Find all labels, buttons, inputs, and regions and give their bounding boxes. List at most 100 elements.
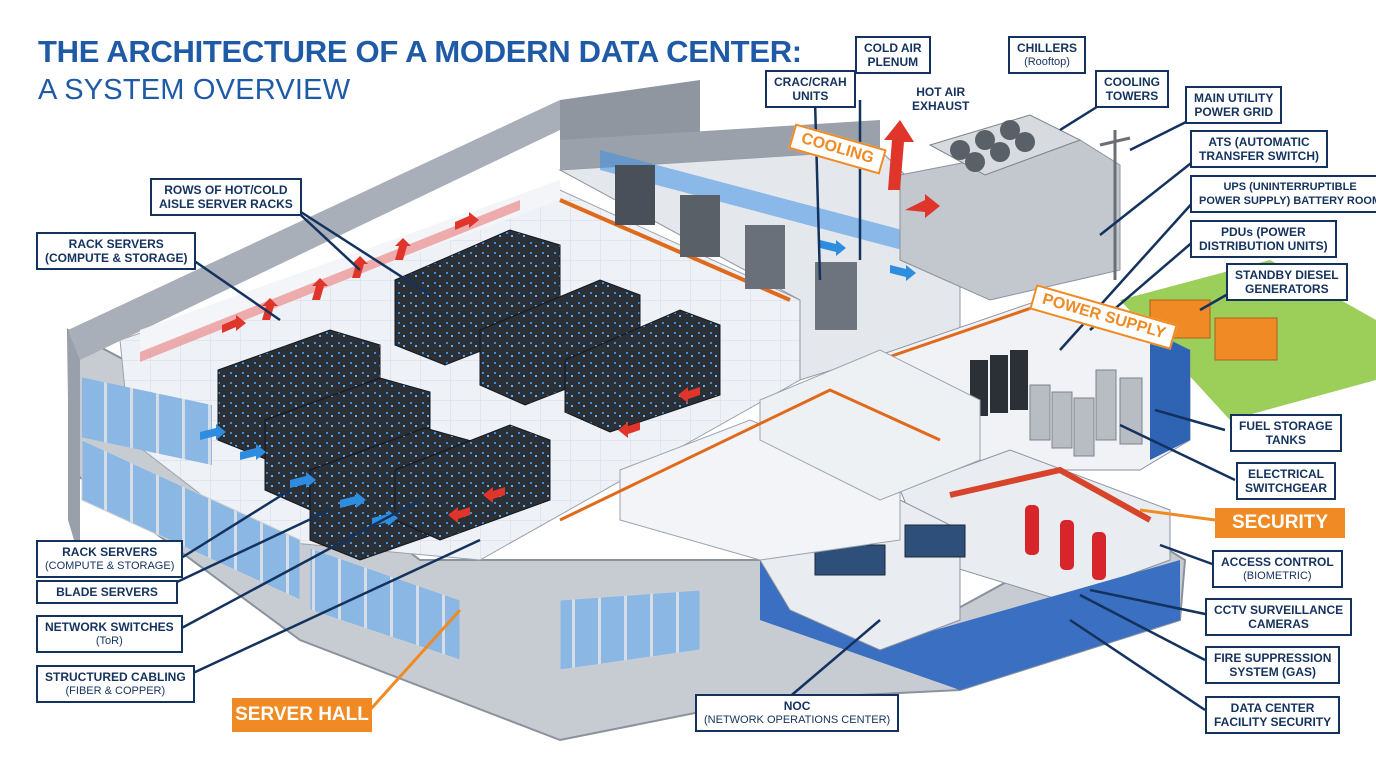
label-cooling-towers-line1: COOLING bbox=[1104, 75, 1160, 89]
label-hot-air-exhaust: HOT AIR EXHAUST bbox=[905, 82, 976, 116]
security-leader bbox=[1139, 508, 1216, 522]
label-switchgear-line1: ELECTRICAL bbox=[1248, 467, 1324, 481]
label-chillers-line1: CHILLERS bbox=[1017, 41, 1077, 55]
label-diesel-line2: GENERATORS bbox=[1245, 282, 1329, 296]
label-cold-air-line1: COLD AIR bbox=[864, 41, 922, 55]
label-hot-air-line2: EXHAUST bbox=[912, 99, 970, 113]
label-fuel-line2: TANKS bbox=[1265, 433, 1307, 447]
label-ats-line2: TRANSFER SWITCH) bbox=[1199, 149, 1319, 163]
label-diesel-generators: STANDBY DIESEL GENERATORS bbox=[1226, 263, 1348, 301]
label-ups-line1: UPS (UNINTERRUPTIBLE bbox=[1223, 181, 1357, 193]
hot-exhaust-arrow bbox=[884, 120, 914, 190]
label-hot-air-line1: HOT AIR bbox=[916, 85, 966, 99]
label-ups-line2: POWER SUPPLY) BATTERY ROOM bbox=[1199, 195, 1376, 207]
label-cooling-towers-line2: TOWERS bbox=[1105, 89, 1159, 103]
cold-air-arrows bbox=[200, 240, 916, 526]
cooling-duct bbox=[600, 150, 940, 260]
left-wall bbox=[68, 100, 560, 360]
label-ups: UPS (UNINTERRUPTIBLE POWER SUPPLY) BATTE… bbox=[1190, 175, 1376, 213]
fire-pipe bbox=[949, 466, 1152, 523]
label-ats: ATS (AUTOMATIC TRANSFER SWITCH) bbox=[1190, 130, 1328, 168]
section-server-hall: SERVER HALL bbox=[232, 698, 372, 732]
label-switchgear-line2: SWITCHGEAR bbox=[1245, 481, 1327, 495]
left-wall-face bbox=[68, 330, 80, 560]
crac-units bbox=[615, 165, 857, 330]
power-room-wall bbox=[1150, 330, 1190, 460]
noc-video-wall-2 bbox=[904, 524, 966, 558]
label-fuel-storage: FUEL STORAGE TANKS bbox=[1230, 414, 1342, 452]
label-cooling-towers: COOLING TOWERS bbox=[1095, 70, 1169, 108]
label-network-switches: NETWORK SWITCHES (ToR) bbox=[36, 615, 183, 653]
label-fire-line2: SYSTEM (GAS) bbox=[1229, 665, 1317, 679]
label-cold-air-line2: PLENUM bbox=[867, 55, 919, 69]
label-cctv-line1: CCTV SURVEILLANCE bbox=[1214, 603, 1344, 617]
label-fuel-line1: FUEL STORAGE bbox=[1239, 419, 1333, 433]
label-access-sub: (BIOMETRIC) bbox=[1243, 570, 1312, 582]
label-chillers: CHILLERS (Rooftop) bbox=[1008, 36, 1086, 74]
server-hall-leader bbox=[368, 608, 462, 712]
label-access-control: ACCESS CONTROL (BIOMETRIC) bbox=[1212, 550, 1343, 588]
label-rows-line2: AISLE SERVER RACKS bbox=[159, 197, 293, 211]
windows-lower-left bbox=[81, 439, 301, 601]
label-network-sub: (ToR) bbox=[95, 635, 123, 647]
utility-pole bbox=[1099, 130, 1131, 280]
label-fire-suppression: FIRE SUPPRESSION SYSTEM (GAS) bbox=[1205, 646, 1341, 684]
chiller-return-arrow bbox=[905, 194, 940, 218]
label-crac-line1: CRAC/CRAH bbox=[774, 75, 847, 89]
windows-lower-mid bbox=[309, 547, 461, 661]
label-utility-line1: MAIN UTILITY bbox=[1194, 91, 1274, 105]
page-title: THE ARCHITECTURE OF A MODERN DATA CENTER… bbox=[38, 34, 802, 69]
label-chillers-sub: (Rooftop) bbox=[1024, 56, 1070, 68]
label-noc-line1: NOC bbox=[783, 699, 811, 713]
chiller-fans bbox=[950, 120, 1035, 172]
label-rack-servers-top: RACK SERVERS (COMPUTE & STORAGE) bbox=[36, 232, 197, 270]
label-blade-line1: BLADE SERVERS bbox=[56, 585, 158, 599]
label-blade-servers: BLADE SERVERS bbox=[36, 580, 178, 604]
label-rack-bottom-sub: (COMPUTE & STORAGE) bbox=[45, 560, 175, 572]
label-pdus-line1: PDUs (POWER bbox=[1220, 225, 1306, 239]
windows-noc bbox=[559, 589, 701, 671]
label-rack-bottom-line1: RACK SERVERS bbox=[62, 545, 158, 559]
label-diesel-line1: STANDBY DIESEL bbox=[1235, 268, 1339, 282]
label-facility-line1: DATA CENTER bbox=[1230, 701, 1315, 715]
label-rows-racks: ROWS OF HOT/COLD AISLE SERVER RACKS bbox=[150, 178, 302, 216]
label-facility-line2: FACILITY SECURITY bbox=[1214, 715, 1332, 729]
label-cctv: CCTV SURVEILLANCE CAMERAS bbox=[1205, 598, 1353, 636]
label-cabling-sub: (FIBER & COPPER) bbox=[65, 685, 166, 697]
orange-pipe-mid bbox=[559, 388, 941, 522]
label-electrical-switchgear: ELECTRICAL SWITCHGEAR bbox=[1236, 462, 1336, 500]
label-noc: NOC (NETWORK OPERATIONS CENTER) bbox=[695, 694, 900, 732]
label-fire-line1: FIRE SUPPRESSION bbox=[1214, 651, 1332, 665]
label-rack-top-line1: RACK SERVERS bbox=[68, 237, 164, 251]
label-pdus-line2: DISTRIBUTION UNITS) bbox=[1199, 239, 1328, 253]
hot-air-arrows bbox=[222, 212, 700, 523]
label-structured-cabling: STRUCTURED CABLING (FIBER & COPPER) bbox=[36, 665, 195, 703]
page-subtitle: A SYSTEM OVERVIEW bbox=[38, 74, 351, 106]
label-ats-line1: ATS (AUTOMATIC bbox=[1208, 135, 1310, 149]
section-security: SECURITY bbox=[1215, 508, 1345, 538]
diesel-generators bbox=[1149, 299, 1278, 361]
label-cabling-line1: STRUCTURED CABLING bbox=[45, 670, 186, 684]
label-rack-servers-bottom: RACK SERVERS (COMPUTE & STORAGE) bbox=[36, 540, 184, 578]
label-facility-security: DATA CENTER FACILITY SECURITY bbox=[1205, 696, 1341, 734]
label-pdus: PDUs (POWER DISTRIBUTION UNITS) bbox=[1190, 220, 1337, 258]
gas-cylinders bbox=[1025, 505, 1106, 580]
label-rows-line1: ROWS OF HOT/COLD bbox=[164, 183, 288, 197]
security-blue-wall bbox=[760, 560, 1180, 690]
window-band-1 bbox=[82, 377, 212, 466]
label-rack-top-line2: (COMPUTE & STORAGE) bbox=[45, 251, 188, 265]
label-access-line1: ACCESS CONTROL bbox=[1221, 555, 1334, 569]
label-crac-line2: UNITS bbox=[792, 89, 829, 103]
electrical-room bbox=[759, 349, 981, 501]
switchgear-cabinets bbox=[1029, 369, 1143, 457]
label-cctv-line2: CAMERAS bbox=[1248, 617, 1309, 631]
label-cold-air-plenum: COLD AIR PLENUM bbox=[855, 36, 931, 74]
label-noc-sub: (NETWORK OPERATIONS CENTER) bbox=[704, 714, 891, 726]
callout-leaders bbox=[159, 99, 1236, 712]
label-utility-line2: POWER GRID bbox=[1194, 105, 1273, 119]
label-crac-units: CRAC/CRAH UNITS bbox=[765, 70, 856, 108]
label-utility-grid: MAIN UTILITY POWER GRID bbox=[1185, 86, 1283, 124]
label-network-line1: NETWORK SWITCHES bbox=[45, 620, 174, 634]
